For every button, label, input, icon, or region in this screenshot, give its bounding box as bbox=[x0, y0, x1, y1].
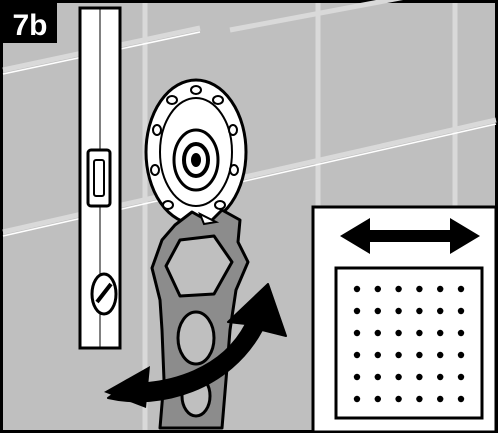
nozzle-dot bbox=[395, 307, 402, 315]
nozzle-dot bbox=[353, 307, 361, 315]
nozzle-dot bbox=[457, 285, 465, 293]
curved-rotation-arrow-icon bbox=[104, 283, 287, 408]
nozzle-dot bbox=[374, 373, 381, 381]
nozzle-dot bbox=[416, 351, 423, 359]
nozzle-dot bbox=[353, 351, 361, 359]
nozzle-dot bbox=[353, 395, 361, 403]
nozzle-dot bbox=[457, 395, 465, 403]
horizontal-double-arrow-icon bbox=[340, 218, 480, 254]
nozzle-dot bbox=[374, 395, 381, 403]
nozzle-dot bbox=[374, 351, 381, 359]
nozzle-dot bbox=[457, 307, 465, 315]
nozzle-dot bbox=[395, 351, 402, 359]
nozzle-dot bbox=[437, 395, 444, 403]
nozzle-dot bbox=[395, 373, 402, 381]
nozzle-dot bbox=[416, 285, 423, 293]
nozzle-dot bbox=[395, 285, 402, 293]
nozzle-dot bbox=[416, 395, 423, 403]
nozzle-dot bbox=[437, 373, 444, 381]
nozzle-dot bbox=[416, 373, 423, 381]
nozzle-dot bbox=[353, 329, 361, 337]
nozzle-dot bbox=[374, 285, 381, 293]
nozzle-dot bbox=[437, 351, 444, 359]
spirit-level-icon bbox=[78, 6, 122, 350]
nozzle-dot bbox=[353, 285, 361, 293]
nozzle-dot bbox=[437, 329, 444, 337]
nozzle-dot bbox=[416, 307, 423, 315]
nozzle-dot bbox=[374, 307, 381, 315]
step-label: 7b bbox=[12, 9, 47, 42]
nozzle-grid bbox=[353, 285, 465, 403]
nozzle-dot bbox=[457, 373, 465, 381]
square-shower-head-icon bbox=[334, 266, 484, 420]
nozzle-dot bbox=[353, 373, 361, 381]
nozzle-dot bbox=[416, 329, 423, 337]
mounting-plate-icon bbox=[144, 78, 248, 226]
nozzle-dot bbox=[395, 329, 402, 337]
nozzle-dot bbox=[457, 351, 465, 359]
nozzle-dot bbox=[437, 307, 444, 315]
step-label-badge: 7b bbox=[3, 3, 57, 43]
nozzle-dot bbox=[395, 395, 402, 403]
nozzle-dot bbox=[457, 329, 465, 337]
nozzle-dot bbox=[437, 285, 444, 293]
nozzle-dot bbox=[374, 329, 381, 337]
